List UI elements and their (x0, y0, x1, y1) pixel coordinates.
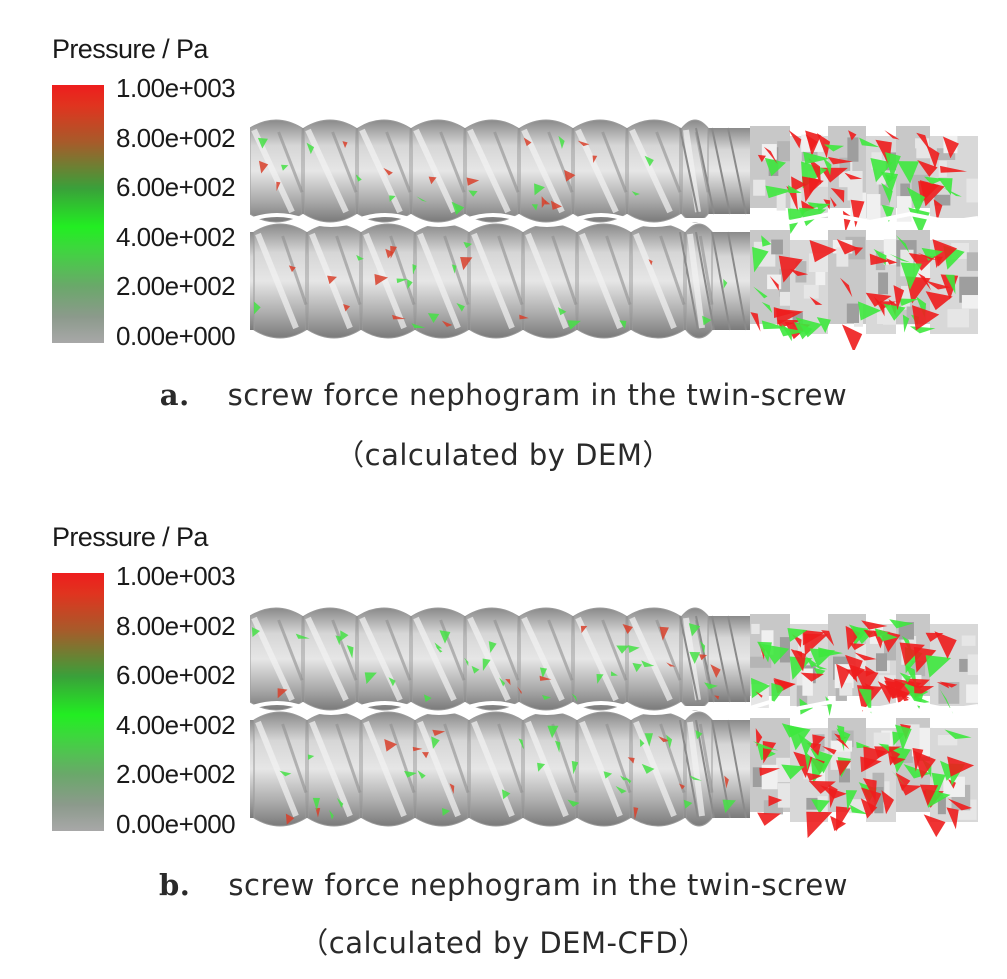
twin-screw-image (250, 119, 978, 350)
colorbar-ticks: 1.00e+003 8.00e+002 6.00e+002 4.00e+002 … (116, 561, 236, 859)
screw-shaft (250, 711, 978, 838)
caption: a. screw force nephogram in the twin-scre… (0, 378, 1007, 412)
tick-label: 8.00e+002 (116, 610, 236, 641)
tick-label: 6.00e+002 (116, 172, 236, 202)
tick-label: 1.00e+003 (116, 561, 236, 591)
screw-shaft (250, 119, 978, 235)
caption-letter: a. (159, 378, 190, 412)
legend-title: Pressure / Pa (52, 34, 208, 64)
tick-label: 4.00e+002 (116, 221, 236, 252)
caption-sub: （calculated by DEM） (335, 438, 672, 472)
pressure-colorbar (52, 85, 104, 343)
twin-screw-image (250, 607, 978, 838)
tick-label: 0.00e+000 (116, 320, 236, 351)
caption: b. screw force nephogram in the twin-scre… (0, 868, 1007, 902)
legend-title: Pressure / Pa (52, 522, 208, 552)
tick-label: 4.00e+002 (116, 709, 236, 740)
colorbar-ticks: 1.00e+003 8.00e+002 6.00e+002 4.00e+002 … (116, 73, 236, 371)
pressure-colorbar (52, 573, 104, 831)
caption-letter: b. (159, 868, 191, 902)
caption-text: screw force nephogram in the twin-screw (228, 868, 848, 902)
tick-label: 0.00e+000 (116, 808, 236, 839)
screw-shaft (250, 607, 978, 716)
tick-label: 8.00e+002 (116, 122, 236, 153)
screw-shaft (250, 223, 978, 350)
tick-label: 6.00e+002 (116, 660, 236, 690)
caption-text: screw force nephogram in the twin-screw (227, 378, 848, 412)
tick-label: 2.00e+002 (116, 759, 236, 789)
tick-label: 2.00e+002 (116, 271, 236, 301)
caption-sub: （calculated by DEM-CFD） (299, 926, 708, 960)
tick-label: 1.00e+003 (116, 73, 236, 103)
